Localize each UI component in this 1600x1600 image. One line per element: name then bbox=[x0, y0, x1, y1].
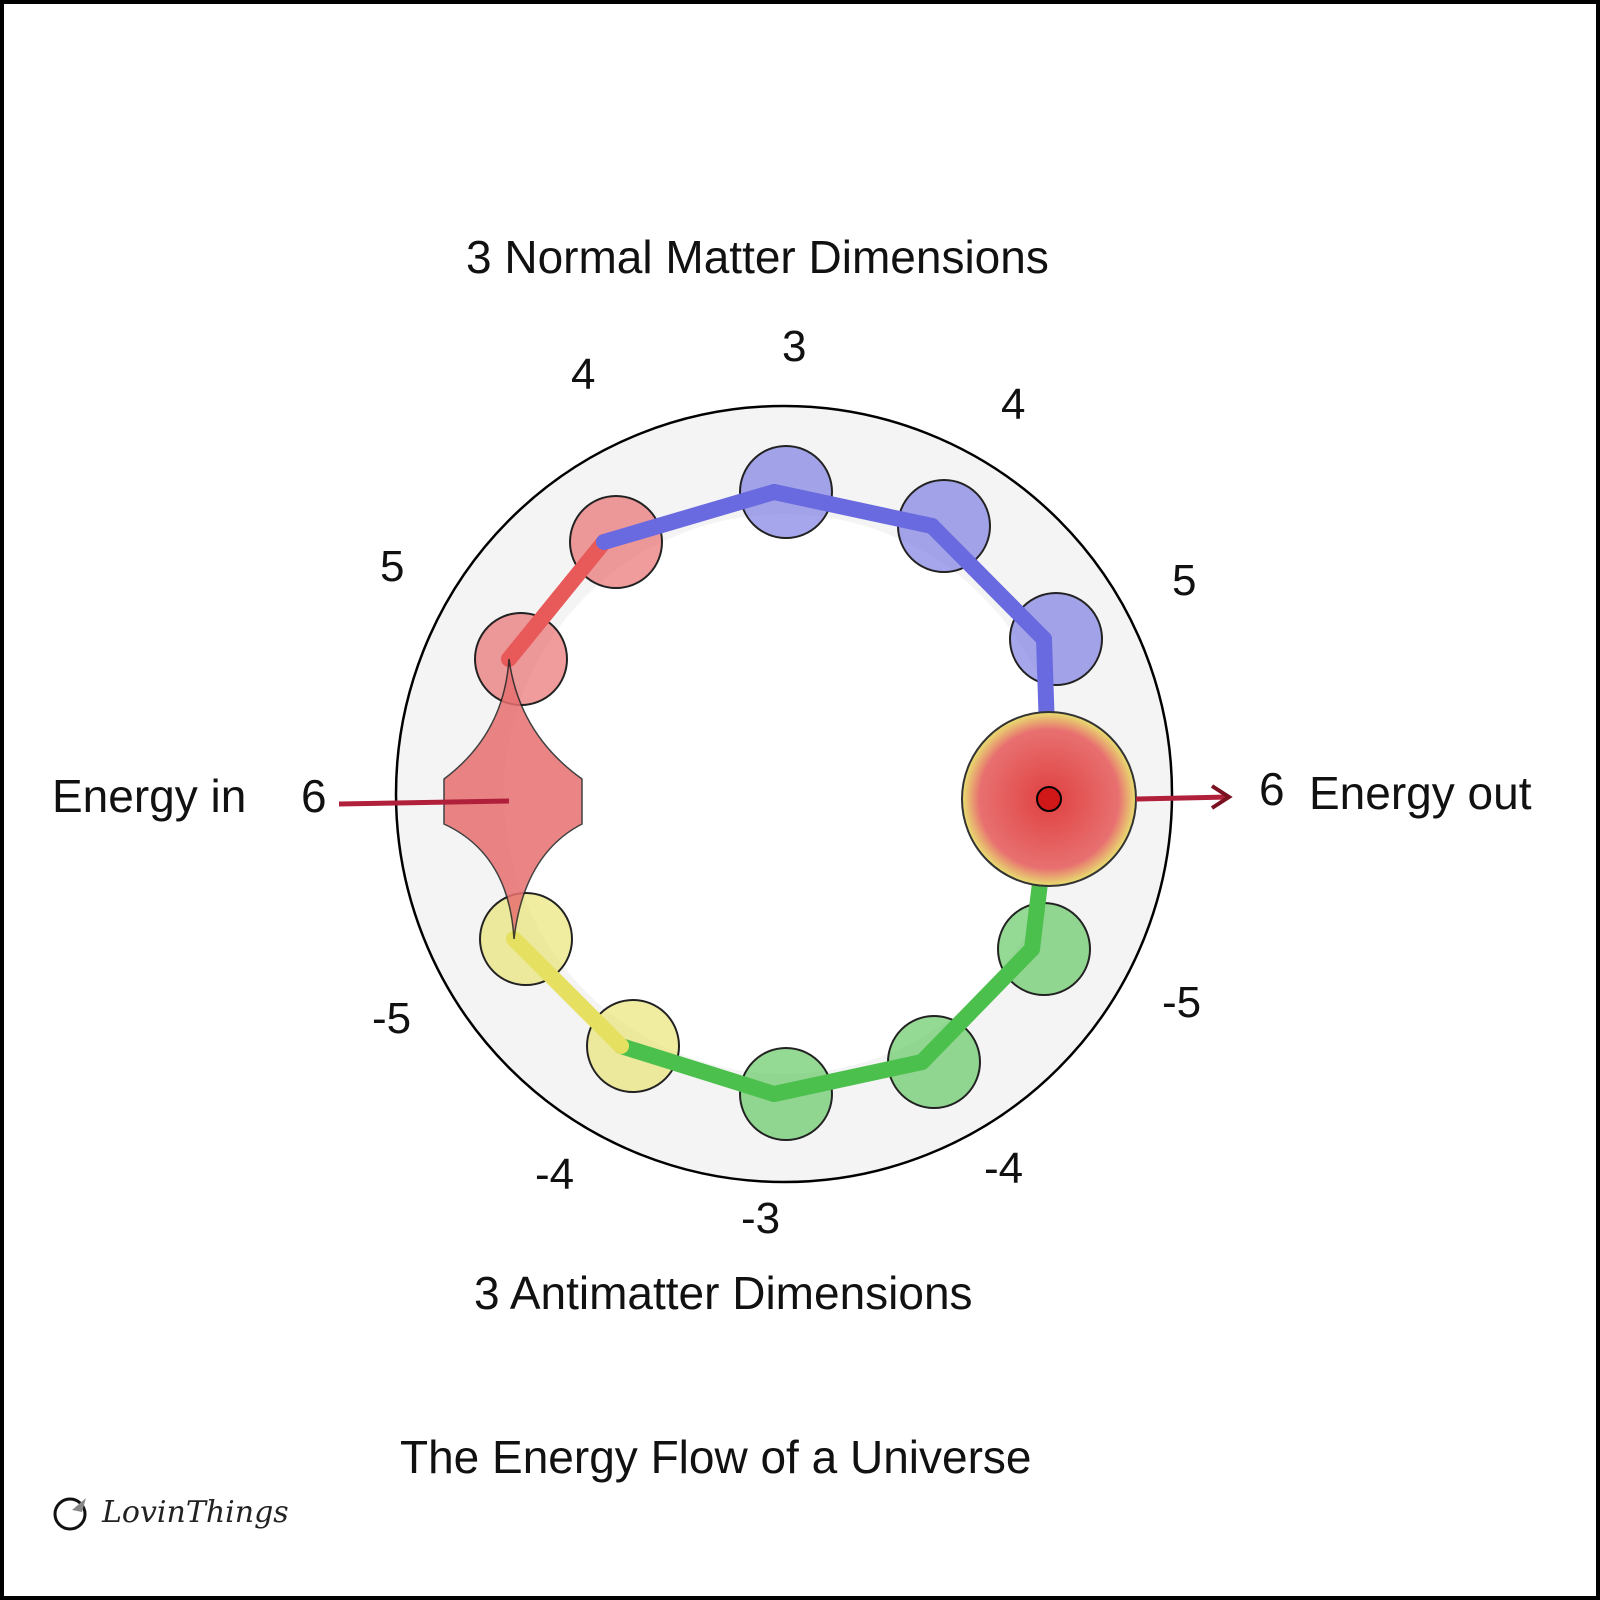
energy-link bbox=[613, 1038, 782, 1102]
energy-in-arrow bbox=[338, 798, 510, 807]
energy-out-value: 6 bbox=[1259, 763, 1285, 815]
butterfly-logo-icon bbox=[53, 1497, 87, 1531]
energy-out-core bbox=[1036, 786, 1062, 812]
logo: LovinThings bbox=[52, 1492, 289, 1532]
energy-link bbox=[506, 931, 629, 1054]
dim-top-right: 4 bbox=[1001, 380, 1026, 429]
energy-in-burst bbox=[443, 658, 583, 940]
energy-flow-diagram bbox=[338, 404, 1233, 1184]
energy-link bbox=[924, 518, 1052, 647]
energy-link bbox=[766, 1054, 930, 1102]
page-title: The Energy Flow of a Universe bbox=[400, 1431, 1032, 1483]
dim-bottom-left: -4 bbox=[535, 1150, 575, 1199]
dimension-bulb bbox=[1009, 592, 1103, 686]
energy-link bbox=[596, 484, 782, 550]
dim-bottom: -3 bbox=[741, 1194, 781, 1243]
dimension-bulb bbox=[479, 892, 573, 986]
energy-in-value: 6 bbox=[301, 770, 327, 822]
dim-right-upper: 5 bbox=[1172, 556, 1197, 605]
energy-in-label: Energy in bbox=[52, 770, 247, 822]
dimension-bulb bbox=[474, 612, 568, 706]
logo-text: LovinThings bbox=[102, 1494, 289, 1530]
dim-right-lower: -5 bbox=[1162, 978, 1202, 1027]
inner-space bbox=[504, 514, 1064, 1074]
dim-left-lower: -5 bbox=[372, 994, 412, 1043]
dim-bottom-right: -4 bbox=[984, 1144, 1024, 1193]
dim-top: 3 bbox=[782, 322, 807, 371]
energy-out-label: Energy out bbox=[1309, 767, 1532, 819]
dim-left-upper: 5 bbox=[380, 542, 405, 591]
energy-out-arrowhead bbox=[1210, 784, 1233, 810]
energy-link bbox=[914, 941, 1040, 1070]
energy-out-arrow bbox=[1135, 794, 1230, 802]
top-label: 3 Normal Matter Dimensions bbox=[466, 231, 1049, 283]
energy-link bbox=[501, 534, 612, 667]
energy-link bbox=[766, 484, 940, 534]
bottom-label: 3 Antimatter Dimensions bbox=[474, 1267, 973, 1319]
dim-top-left: 4 bbox=[571, 350, 596, 399]
